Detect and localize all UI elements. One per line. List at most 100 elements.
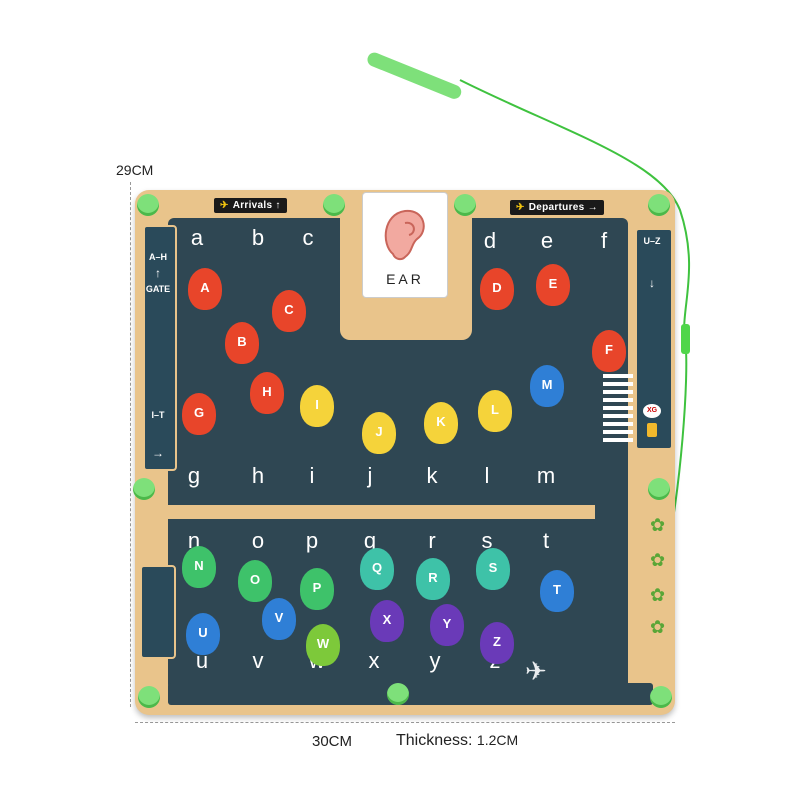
letter-plane-w[interactable]: W bbox=[306, 624, 340, 666]
plane-letter: V bbox=[274, 610, 284, 625]
maze-letter-b: b bbox=[251, 225, 265, 250]
plane-letter: N bbox=[194, 558, 204, 573]
plane-letter: R bbox=[428, 570, 438, 585]
letter-plane-h[interactable]: H bbox=[250, 372, 284, 414]
maze-letter-f: f bbox=[600, 228, 608, 253]
thickness-value: 1.2CM bbox=[476, 732, 519, 748]
letter-plane-b[interactable]: B bbox=[225, 322, 259, 364]
letter-plane-u[interactable]: U bbox=[186, 613, 220, 655]
middle-peg bbox=[648, 478, 670, 500]
letter-plane-t[interactable]: T bbox=[540, 570, 574, 612]
left-gate-label: GATE bbox=[145, 284, 171, 294]
plane-letter: T bbox=[553, 582, 561, 597]
letter-plane-z[interactable]: Z bbox=[480, 622, 514, 664]
plane-letter: X bbox=[382, 612, 392, 627]
letter-plane-y[interactable]: Y bbox=[430, 604, 464, 646]
letter-plane-o[interactable]: O bbox=[238, 560, 272, 602]
height-label: 29CM bbox=[116, 162, 154, 178]
height-dimension-line bbox=[130, 182, 132, 707]
luggage-icon bbox=[647, 423, 657, 437]
maze-letter-v: v bbox=[252, 648, 264, 673]
letter-plane-m[interactable]: M bbox=[530, 365, 564, 407]
letter-plane-s[interactable]: S bbox=[476, 548, 510, 590]
thickness-label: Thickness: 1.2CM bbox=[396, 732, 518, 750]
plane-letter: O bbox=[249, 572, 261, 587]
plane-letter: S bbox=[488, 560, 498, 575]
maze-letter-x: x bbox=[368, 648, 380, 673]
left-range-bottom: I–T bbox=[151, 410, 165, 420]
plane-takeoff-icon: ✈ bbox=[516, 202, 525, 213]
thickness-caption: Thickness: bbox=[396, 732, 473, 749]
parking-strip bbox=[140, 565, 176, 659]
right-range: U–Z bbox=[643, 236, 661, 246]
plane-letter: D bbox=[492, 280, 502, 295]
letter-plane-v[interactable]: V bbox=[262, 598, 296, 640]
letter-plane-r[interactable]: R bbox=[416, 558, 450, 600]
plane-letter: B bbox=[237, 334, 247, 349]
stylus-peg[interactable] bbox=[650, 686, 672, 708]
runway-plane-icon: ✈ bbox=[525, 656, 547, 686]
letter-plane-i[interactable]: I bbox=[300, 385, 334, 427]
plane-letter: G bbox=[193, 405, 205, 420]
maze-letter-r: r bbox=[428, 528, 436, 553]
letter-plane-x[interactable]: X bbox=[370, 600, 404, 642]
letter-plane-c[interactable]: C bbox=[272, 290, 306, 332]
width-dimension-line bbox=[135, 722, 675, 724]
down-arrow-icon: ↓ bbox=[649, 276, 655, 290]
up-arrow-icon: ↑ bbox=[155, 266, 161, 280]
maze-letter-p: p bbox=[305, 528, 319, 553]
tree-icon: ✿ bbox=[650, 550, 666, 570]
bottom-peg bbox=[387, 683, 409, 705]
letter-plane-k[interactable]: K bbox=[424, 402, 458, 444]
plane-letter: A bbox=[200, 280, 210, 295]
plane-letter: J bbox=[375, 424, 383, 439]
corner-peg bbox=[454, 194, 476, 216]
letter-plane-e[interactable]: E bbox=[536, 264, 570, 306]
letter-plane-g[interactable]: G bbox=[182, 393, 216, 435]
plane-letter: Y bbox=[442, 616, 452, 631]
plane-letter: Q bbox=[371, 560, 383, 575]
maze-letter-t: t bbox=[542, 528, 550, 553]
letter-plane-f[interactable]: F bbox=[592, 330, 626, 372]
tree-icon: ✿ bbox=[650, 585, 666, 605]
corner-peg bbox=[648, 194, 670, 216]
arrivals-sign: ✈Arrivals ↑ bbox=[214, 198, 287, 213]
departures-sign: ✈Departures → bbox=[510, 200, 604, 215]
maze-letter-a: a bbox=[190, 225, 204, 250]
bottom-runway bbox=[168, 683, 653, 705]
plane-letter: Z bbox=[493, 634, 501, 649]
maze-letter-d: d bbox=[483, 228, 497, 253]
plane-landing-icon: ✈ bbox=[220, 200, 229, 211]
right-arrow-icon: → bbox=[152, 446, 164, 460]
picture-card[interactable]: EAR bbox=[362, 192, 448, 298]
maze-letter-k: k bbox=[426, 463, 438, 488]
maze-letter-i: i bbox=[309, 463, 315, 488]
letter-plane-d[interactable]: D bbox=[480, 268, 514, 310]
letter-plane-q[interactable]: Q bbox=[360, 548, 394, 590]
maze-letter-h: h bbox=[251, 463, 265, 488]
stylus-clip bbox=[681, 324, 690, 354]
plane-letter: F bbox=[605, 342, 613, 357]
plane-letter: C bbox=[284, 302, 294, 317]
plane-letter: W bbox=[316, 636, 330, 651]
width-label: 30CM bbox=[312, 733, 353, 750]
plane-letter: H bbox=[262, 384, 272, 399]
left-gate-panel bbox=[143, 225, 177, 471]
left-range-top: A–H bbox=[148, 252, 167, 262]
letter-plane-n[interactable]: N bbox=[182, 546, 216, 588]
plane-letter: K bbox=[436, 414, 446, 429]
corner-peg bbox=[137, 194, 159, 216]
maze-letter-l: l bbox=[484, 463, 490, 488]
departures-label: Departures bbox=[528, 202, 585, 213]
letter-plane-l[interactable]: L bbox=[478, 390, 512, 432]
right-badge: XG bbox=[643, 404, 661, 418]
maze-letter-g: g bbox=[187, 463, 201, 488]
middle-peg bbox=[133, 478, 155, 500]
plane-letter: M bbox=[541, 377, 553, 392]
letter-plane-p[interactable]: P bbox=[300, 568, 334, 610]
letter-plane-j[interactable]: J bbox=[362, 412, 396, 454]
card-word: EAR bbox=[386, 271, 424, 287]
letter-plane-a[interactable]: A bbox=[188, 268, 222, 310]
maze-letter-e: e bbox=[540, 228, 554, 253]
arrivals-label: Arrivals bbox=[232, 200, 273, 211]
